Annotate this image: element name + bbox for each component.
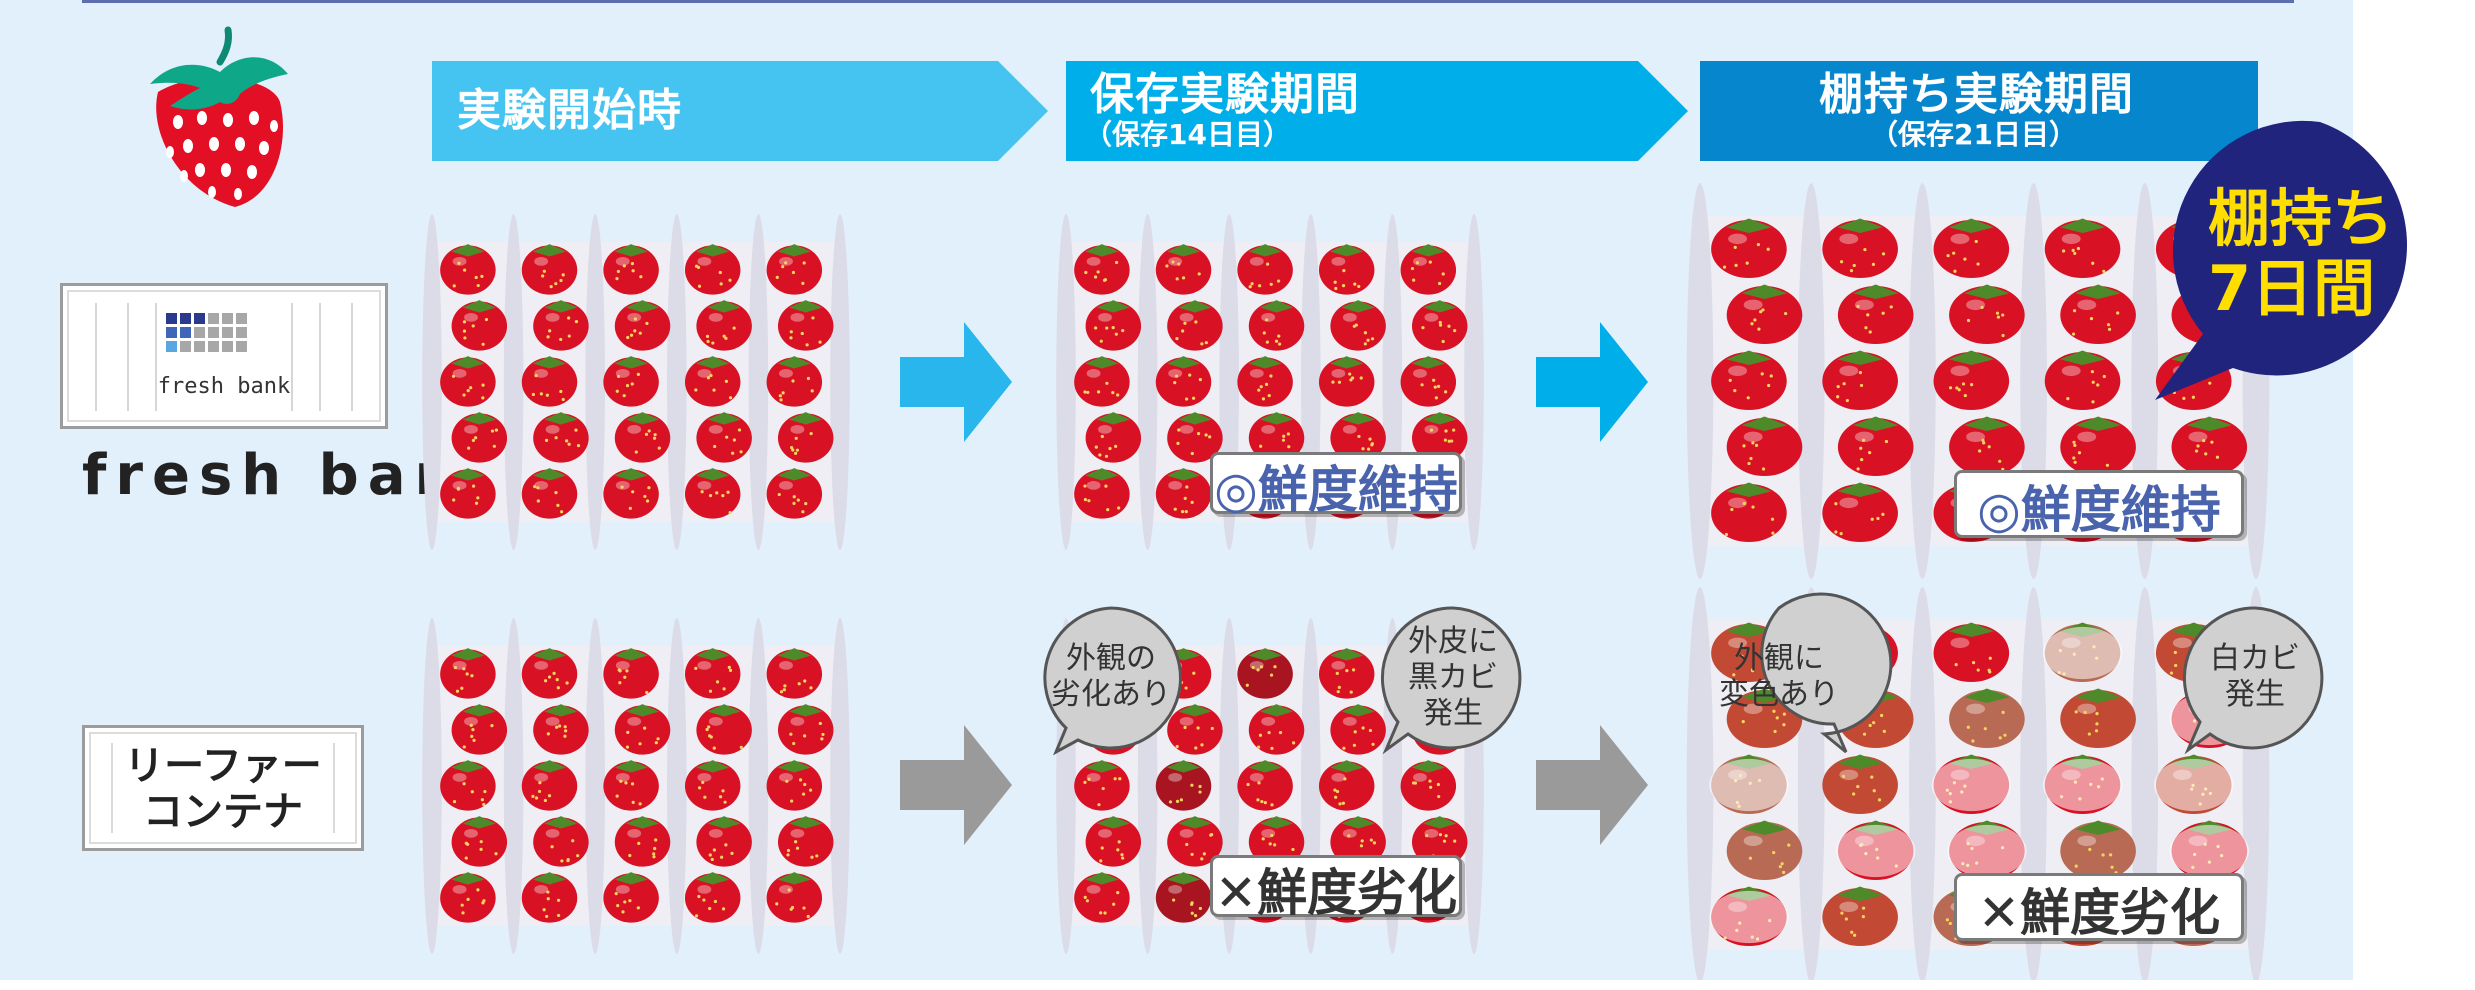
- callout-line2: 7日間: [2208, 252, 2376, 325]
- result-label-reefer-day21: ✕鮮度劣化: [1954, 873, 2244, 941]
- bubble-3-line2: 変色あり: [1719, 677, 1839, 712]
- stage-banner-start: 実験開始時: [432, 61, 1048, 161]
- arrow-freshbank-1: [900, 322, 1012, 446]
- reefer-container-icon: リーファー コンテナ: [82, 725, 364, 851]
- arrow-reefer-2: [1536, 725, 1648, 849]
- stage-title-start: 実験開始時: [457, 85, 682, 136]
- bubble-white-mold: 白カビ 発生: [2180, 604, 2330, 755]
- stage-subtitle-shelf: （保存21日目）: [1870, 118, 2077, 151]
- bubble-2-line3: 発生: [1423, 696, 1483, 731]
- stage-title-shelf: 棚持ち実験期間: [1819, 69, 2134, 120]
- bubble-appearance-deteriorated: 外観の 劣化あり: [1036, 604, 1186, 756]
- bubble-2-line2: 黒カビ: [1408, 660, 1498, 695]
- bottom-band: [0, 980, 2353, 990]
- bubble-1-line1: 外観の: [1066, 641, 1156, 676]
- stage-banner-shelf: 棚持ち実験期間 （保存21日目）: [1700, 61, 2258, 161]
- bubble-4-line2: 発生: [2225, 677, 2285, 712]
- reefer-label-line1: リーファー: [124, 743, 322, 789]
- result-label-freshbank-day14: ◎鮮度維持: [1210, 452, 1462, 515]
- bubble-1-line2: 劣化あり: [1051, 677, 1171, 712]
- reefer-label-line2: コンテナ: [143, 789, 303, 835]
- stage-subtitle-storage: （保存14日目）: [1084, 118, 1291, 151]
- bubble-black-mold: 外皮に 黒カビ 発生: [1378, 604, 1528, 755]
- photo-freshbank-start: [422, 214, 850, 550]
- arrow-reefer-1: [900, 725, 1012, 849]
- bubble-3-line1: 外観に: [1734, 641, 1824, 676]
- bubble-2-line1: 外皮に: [1408, 624, 1498, 659]
- result-label-freshbank-day21: ◎鮮度維持: [1954, 470, 2244, 538]
- shelf-life-callout: 棚持ち 7日間: [2155, 118, 2408, 400]
- stage-banner-storage: 保存実験期間 （保存14日目）: [1066, 61, 1688, 161]
- result-label-reefer-day14: ✕鮮度劣化: [1210, 855, 1462, 918]
- stage-title-storage: 保存実験期間: [1090, 69, 1360, 120]
- bubble-discoloration: 外観に 変色あり: [1704, 592, 1893, 754]
- arrow-freshbank-2: [1536, 322, 1648, 446]
- fresh-bank-device-icon: fresh bank: [60, 283, 388, 429]
- bubble-4-line1: 白カビ: [2210, 641, 2300, 676]
- photo-reefer-start: [422, 618, 850, 954]
- top-divider: [82, 0, 2294, 3]
- fresh-bank-device-text: fresh bank: [158, 374, 290, 399]
- strawberry-icon: [140, 22, 300, 212]
- callout-line1: 棚持ち: [2208, 182, 2395, 255]
- diagram-canvas: 実験開始時 保存実験期間 （保存14日目） 棚持ち実験期間 （保存21日目）: [0, 0, 2408, 990]
